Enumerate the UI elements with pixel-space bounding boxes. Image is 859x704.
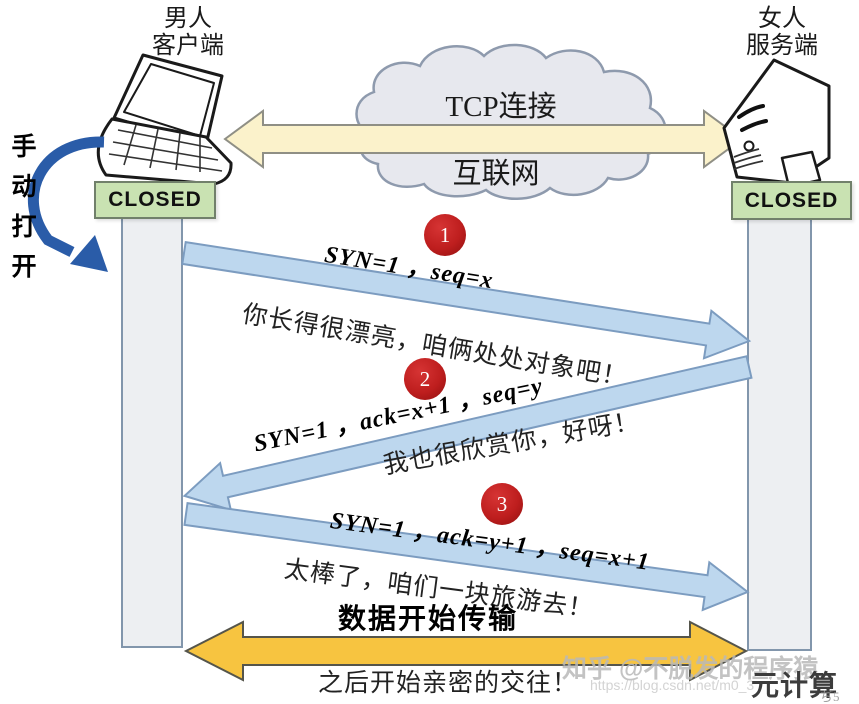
csdn-url-watermark: https://blog.csdn.net/m0_3	[590, 677, 755, 693]
server-state-badge: CLOSED	[731, 181, 852, 220]
syn-arrow	[181, 240, 752, 360]
step-3-number: 3	[496, 491, 508, 516]
server-label: 服务端	[746, 33, 818, 59]
step-2-badge: 2	[404, 358, 446, 400]
ack-arrow	[183, 501, 750, 612]
server-icon	[722, 58, 831, 189]
client-label: 客户端	[152, 33, 224, 59]
client-state-label: CLOSED	[108, 188, 202, 211]
client-state-badge: CLOSED	[94, 181, 216, 219]
yuanjisuan-logo-watermark: 元计算	[751, 670, 839, 701]
data-transfer-label: 数据开始传输	[338, 604, 519, 635]
manual-open-arrow	[27, 136, 108, 272]
syn-ack-arrow	[182, 355, 753, 512]
conclusion-label: 之后开始亲密的交往！	[318, 670, 579, 697]
client-lifeline	[121, 216, 183, 648]
cloud-icon	[355, 43, 667, 200]
step-1-number: 1	[439, 222, 451, 247]
logo-sub-mark: ぢ5	[820, 689, 840, 704]
server-state-label: CLOSED	[744, 188, 839, 212]
internet-label: 互联网	[452, 158, 540, 190]
server-title: 女人 服务端	[727, 6, 837, 60]
zhihu-watermark: 知乎 @不脱发的程序猿	[562, 655, 819, 683]
tcp-connection-label: TCP连接	[445, 91, 557, 123]
step-2-number: 2	[419, 366, 431, 391]
server-role: 女人	[758, 6, 806, 32]
server-lifeline	[747, 217, 812, 651]
step-1-badge: 1	[424, 214, 466, 256]
step-3-badge: 3	[481, 483, 523, 525]
client-role: 男人	[164, 6, 212, 32]
data-transfer-arrow	[183, 620, 749, 682]
client-title: 男人 客户端	[133, 6, 243, 60]
manual-open-note: 手动打开	[8, 133, 35, 293]
laptop-icon	[96, 53, 233, 186]
